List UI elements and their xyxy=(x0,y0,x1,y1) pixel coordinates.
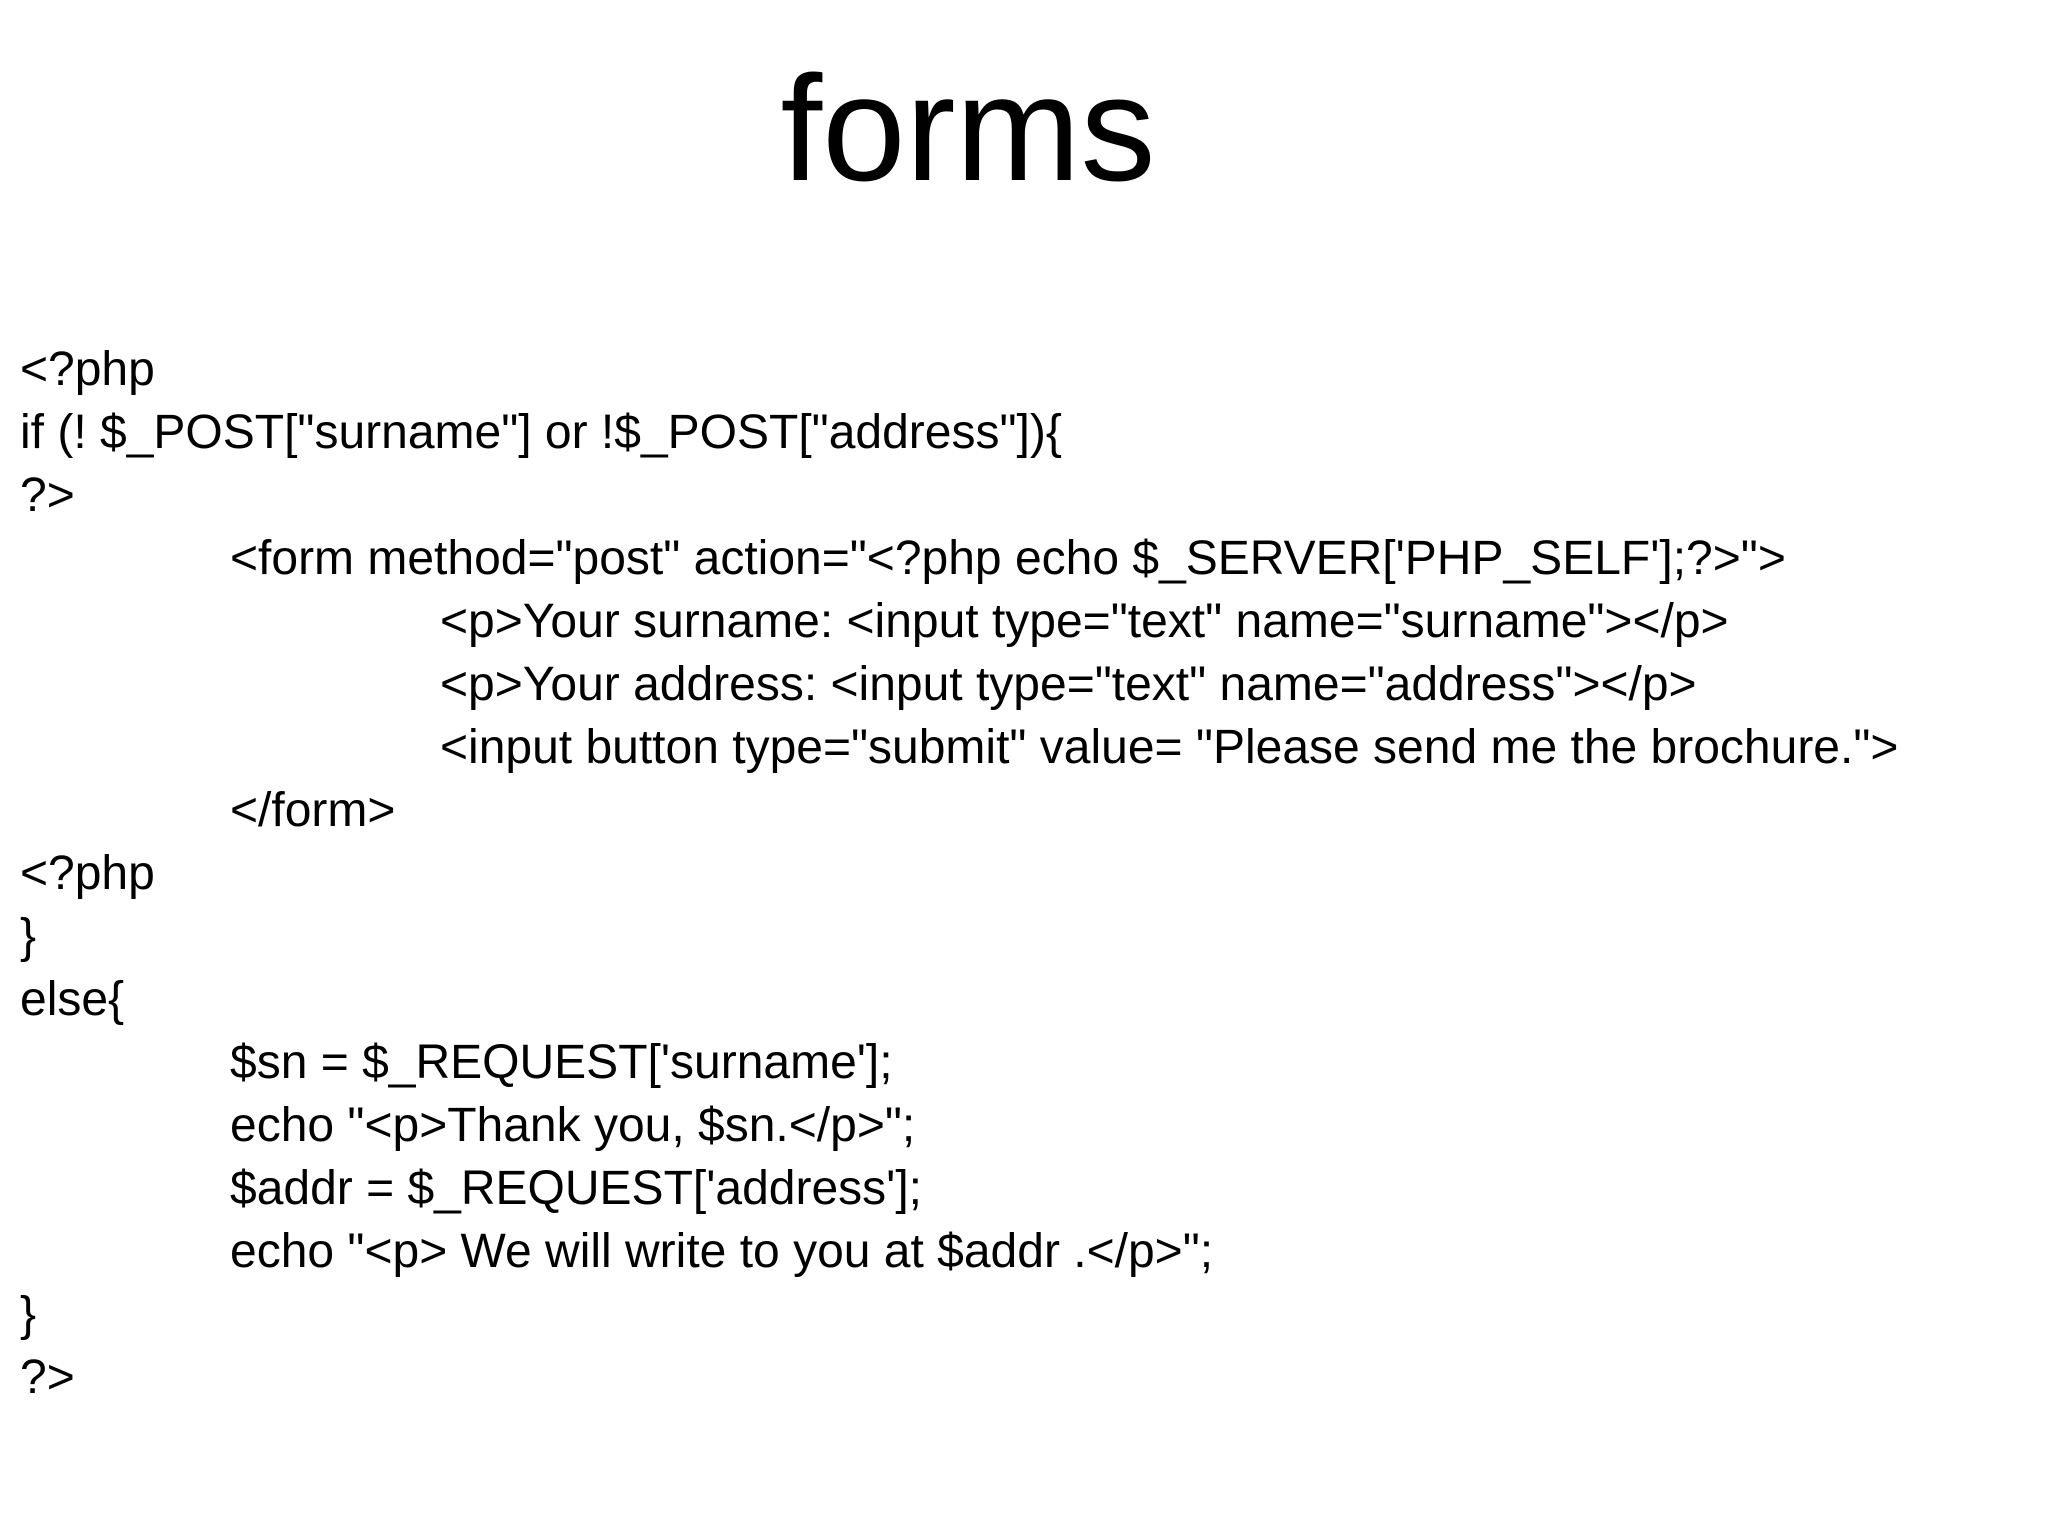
code-line: echo "<p>Thank you, $sn.</p>"; xyxy=(230,1099,916,1152)
code-line: echo "<p> We will write to you at $addr … xyxy=(230,1225,1214,1278)
code-line: if (! $_POST["surname"] or !$_POST["addr… xyxy=(20,406,1062,459)
code-line: ?> xyxy=(20,469,75,522)
code-line: $sn = $_REQUEST['surname']; xyxy=(230,1036,893,1089)
code-line: } xyxy=(20,1288,37,1341)
code-line: } xyxy=(20,910,37,963)
slide-title: forms xyxy=(780,44,1156,212)
code-line: <?php xyxy=(20,847,155,900)
code-line: <?php xyxy=(20,343,155,396)
code-line: <form method="post" action="<?php echo $… xyxy=(230,532,1786,585)
code-line: <p>Your surname: <input type="text" name… xyxy=(440,595,1729,648)
code-line: </form> xyxy=(230,784,396,837)
code-line: else{ xyxy=(20,973,125,1026)
code-line: <p>Your address: <input type="text" name… xyxy=(440,658,1697,711)
php-code-block: <?php if (! $_POST["surname"] or !$_POST… xyxy=(20,338,2048,1409)
code-line: $addr = $_REQUEST['address']; xyxy=(230,1162,922,1215)
code-line: ?> xyxy=(20,1351,75,1404)
code-line: <input button type="submit" value= "Plea… xyxy=(440,721,1899,774)
